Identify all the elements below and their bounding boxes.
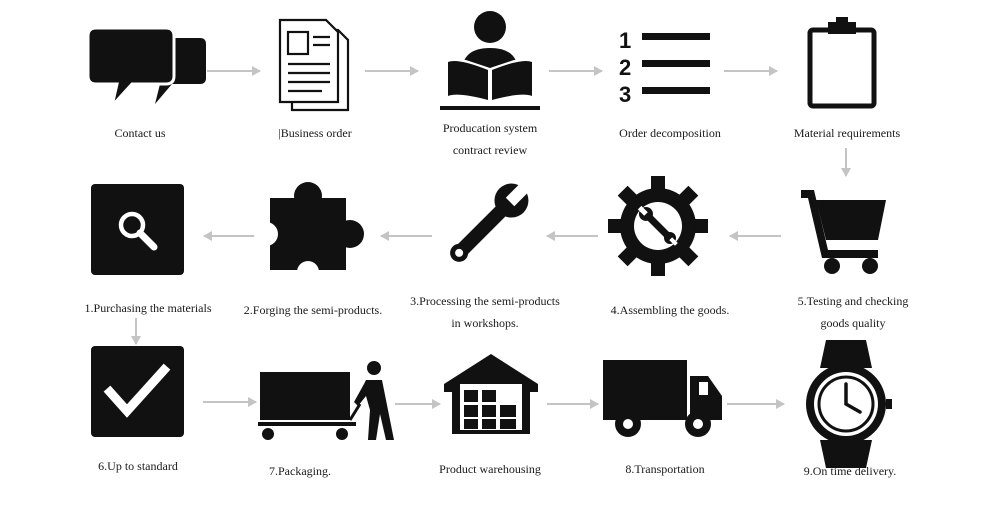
step-label-warehousing: Product warehousing	[439, 462, 541, 476]
step-label-material-requirements: Material requirements	[793, 126, 901, 140]
svg-text:3: 3	[619, 82, 631, 107]
gear-wrench-icon	[608, 176, 708, 276]
person-pushing-cart-icon	[258, 361, 394, 440]
step-label-business-order: |Business order	[278, 126, 352, 140]
puzzle-piece-icon	[254, 182, 364, 283]
numbered-list-icon: 1 2 3	[619, 28, 710, 107]
warehouse-icon	[444, 354, 538, 434]
svg-text:1: 1	[619, 28, 631, 53]
magnifier-icon	[91, 184, 184, 275]
step-label-purchasing: 1.Purchasing the materials	[84, 301, 212, 315]
step-label-processing: 3.Processing the semi-products in worksh…	[410, 294, 560, 330]
clipboard-icon	[807, 17, 877, 109]
delivery-truck-icon	[603, 360, 722, 437]
step-label-packaging: 7.Packaging.	[269, 464, 331, 478]
documents-icon	[278, 18, 350, 112]
step-label-on-time-delivery: 9.On time delivery.	[803, 464, 897, 478]
step-label-transportation: 8.Transportation	[625, 462, 705, 476]
person-reading-icon	[440, 11, 540, 110]
step-label-forging: 2.Forging the semi-products.	[243, 303, 383, 317]
step-label-up-to-standard: 6.Up to standard	[98, 459, 178, 473]
step-label-order-decomposition: Order decomposition	[619, 126, 721, 140]
step-label-contract-review: Producation system contract review	[442, 121, 538, 157]
wrench-icon	[450, 180, 532, 262]
speech-bubbles-icon	[86, 26, 206, 112]
shopping-cart-icon	[801, 190, 886, 274]
checkmark-icon	[91, 346, 184, 437]
svg-text:2: 2	[619, 55, 631, 80]
step-label-assembling: 4.Assembling the goods.	[610, 303, 730, 317]
step-label-testing-quality: 5.Testing and checking goods quality	[797, 294, 909, 330]
wristwatch-icon	[806, 340, 892, 468]
step-label-contact-us: Contact us	[114, 126, 166, 140]
